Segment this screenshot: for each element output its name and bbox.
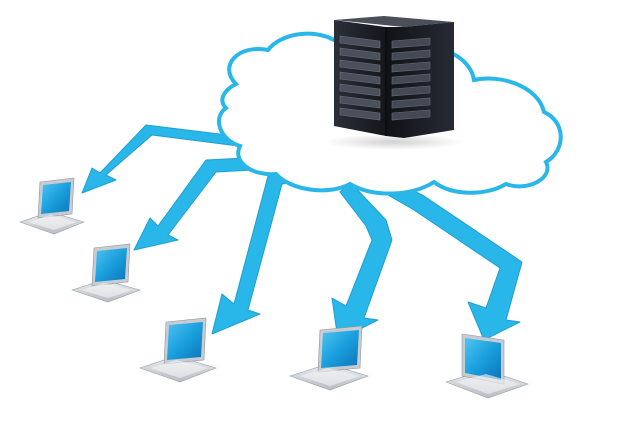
laptops [19,177,529,399]
arrow-down-icon [331,181,393,341]
arrow-down-icon [211,169,327,335]
laptop-icon [71,243,141,303]
laptop-icon [139,317,217,383]
arrow-down-icon [81,124,271,194]
server-rack-icon [324,16,464,150]
laptop-icon [289,325,369,391]
laptop-icon [445,333,529,399]
laptop-icon [19,177,85,235]
